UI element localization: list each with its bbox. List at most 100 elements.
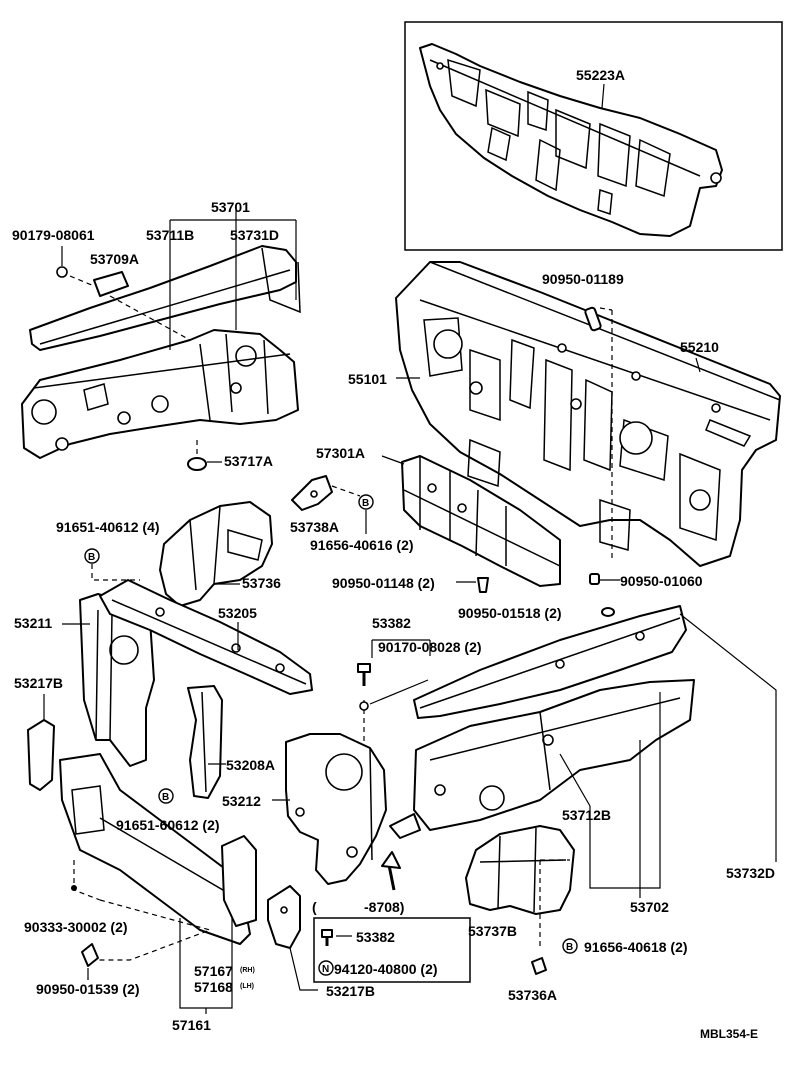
label-53702: 53702 [630, 899, 669, 915]
part-53738a [291, 475, 333, 511]
bracket-57161 [179, 918, 233, 1014]
part-57161 [59, 753, 251, 945]
label-94120-40800: 94120-40800 (2) [334, 961, 438, 977]
label-53382-top: 53382 [372, 615, 411, 631]
label-53711b: 53711B [146, 227, 194, 243]
leader-55223a [601, 83, 605, 109]
leader-53732d [679, 613, 777, 862]
nut-n-letter: N [322, 964, 329, 975]
part-53709a [93, 271, 129, 297]
label-57168-side: (LH) [240, 983, 254, 990]
bolt-b-letter: B [362, 498, 369, 509]
label-53217b-bottom: 53217B [326, 983, 375, 999]
label-53211: 53211 [14, 615, 52, 631]
front-apron-group [21, 245, 301, 471]
leader-90170 [369, 679, 429, 705]
dash-01189b [599, 307, 613, 311]
part-53736 [159, 501, 273, 607]
label-53731d: 53731D [230, 227, 279, 243]
part-53712b-tab [389, 813, 421, 839]
label-53736a: 53736A [508, 987, 557, 1003]
label-53712b: 53712B [562, 807, 611, 823]
label-90950-01518: 90950-01518 (2) [458, 605, 562, 621]
label-91651-40612: 91651-40612 (4) [56, 519, 160, 535]
label-90950-01060: 90950-01060 [620, 573, 703, 589]
bracket-53701 [169, 210, 297, 350]
bolt-b-symbol [358, 494, 374, 510]
part-57167 [221, 835, 257, 927]
part-53732d [413, 605, 687, 719]
part-53205 [99, 579, 313, 695]
clip-53736a [531, 957, 547, 975]
bolt-53382-box [321, 929, 333, 946]
clip-90950-01518 [601, 607, 615, 617]
label-90333-30002: 90333-30002 (2) [24, 919, 128, 935]
nut-90179 [56, 266, 68, 278]
bolt-b-letter: B [88, 552, 95, 563]
part-53737b [465, 825, 575, 915]
label-53709a: 53709A [90, 251, 139, 267]
clip-90950-01148 [477, 577, 489, 593]
label-90950-01189: 90950-01189 [542, 271, 624, 287]
part-53217b-bottom [267, 885, 301, 949]
bolt-box [313, 917, 471, 983]
label-57301a: 57301A [316, 445, 365, 461]
label-91651-60612: 91651-60612 (2) [116, 817, 220, 833]
dash-90950-01539 [92, 899, 212, 961]
label-57161: 57161 [172, 1017, 211, 1033]
inset-panel: 55223A [404, 21, 783, 251]
dash-53738a [331, 485, 361, 497]
bolt-90333 [71, 885, 77, 891]
bolt-b-symbol [562, 938, 578, 954]
bolt-b-symbol [84, 548, 100, 564]
label-53736: 53736 [242, 575, 281, 591]
label-53217b-left: 53217B [14, 675, 63, 691]
inset-frame [404, 21, 783, 251]
part-53208a [187, 685, 223, 799]
bolt-b-letter: B [566, 942, 573, 953]
bracket-53702 [589, 692, 661, 898]
part-53217b-left [27, 719, 55, 791]
part-53717a [187, 457, 207, 471]
part-55101 [395, 261, 781, 567]
label-53382-box: 53382 [356, 929, 395, 945]
label-57167: 57167 [194, 963, 233, 979]
part-53712b [413, 679, 695, 831]
clip-90950-01189 [584, 306, 602, 332]
nut-90170 [359, 701, 369, 711]
label-53205: 53205 [218, 605, 257, 621]
bolt-53382 [357, 663, 371, 686]
label-53732d: 53732D [726, 865, 775, 881]
label-55223a: 55223A [576, 67, 625, 83]
label-90950-01148: 90950-01148 (2) [332, 575, 435, 591]
dash-90333 [73, 860, 101, 901]
label-90950-01539: 90950-01539 (2) [36, 981, 140, 997]
leader-53217b-bottom [289, 947, 318, 991]
label-57167-side: (RH) [240, 967, 255, 974]
label-53717a: 53717A [224, 453, 273, 469]
part-57301a [401, 455, 561, 587]
part-53212 [285, 733, 387, 885]
label-53737b: 53737B [468, 923, 517, 939]
nut-n-symbol [318, 960, 334, 976]
label-box-open-paren: ( [312, 899, 317, 915]
leader-57301a [381, 455, 405, 465]
bolt-90950-01539 [81, 943, 99, 967]
dash-silencer-part [419, 43, 723, 237]
label-53212: 53212 [222, 793, 261, 809]
label-55210: 55210 [680, 339, 719, 355]
arrow-head [381, 851, 401, 869]
label-91656-40616: 91656-40616 (2) [310, 537, 414, 553]
dash-40612 [91, 564, 140, 581]
bolt-b-symbol [158, 788, 174, 804]
bracket-53382-top [371, 639, 431, 658]
bolt-b-letter: B [162, 792, 169, 803]
label-53208a: 53208A [226, 757, 275, 773]
label-53701: 53701 [211, 199, 250, 215]
label-57168: 57168 [194, 979, 233, 995]
clip-90950-01060 [589, 573, 600, 585]
label-55101: 55101 [348, 371, 387, 387]
label-53738a: 53738A [290, 519, 339, 535]
